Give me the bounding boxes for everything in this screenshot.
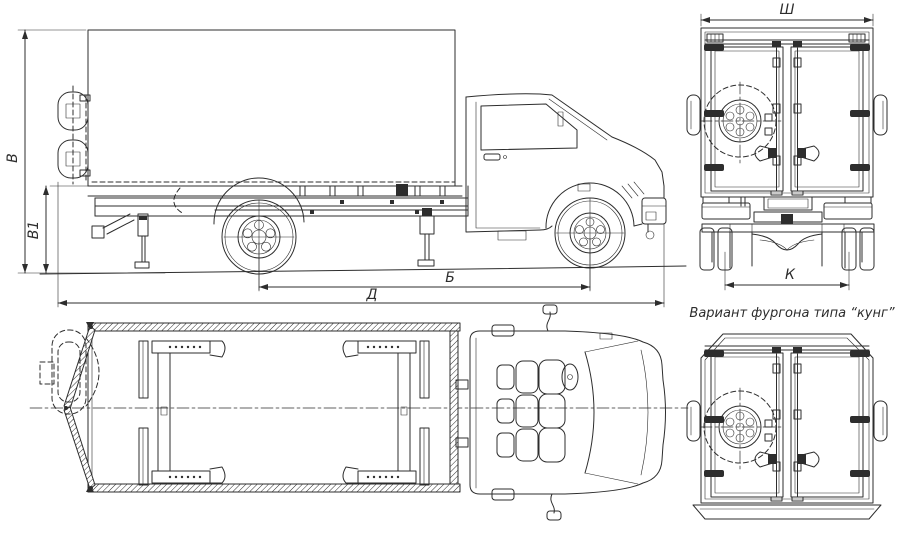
cab-plan (469, 304, 666, 521)
front-fender (545, 182, 635, 229)
front-bumper (641, 197, 667, 225)
chassis-frame (91, 185, 469, 239)
seat-passenger (496, 427, 566, 463)
roof-hatch (491, 324, 515, 337)
dim-overall-width: Ш (700, 2, 874, 27)
seat-driver (496, 359, 566, 395)
dim-wheelbase: Б (258, 237, 591, 292)
kung-shell (700, 333, 874, 504)
dim-rear-track: К (724, 251, 850, 291)
spare-wheel-plan (39, 329, 100, 415)
mirror-left (542, 304, 558, 332)
dim-label-rear-track: К (785, 267, 796, 283)
cab-side (465, 93, 667, 241)
opened-doors-plan (63, 325, 96, 490)
dim-label-overall-length: Д (366, 287, 378, 303)
rear-tire (859, 227, 875, 271)
cab-door (475, 101, 541, 229)
kung-view (686, 333, 888, 520)
bed-bracket-front (342, 340, 430, 486)
license-plate-holder (763, 196, 813, 211)
box-shell (700, 27, 874, 198)
mudguard-left (701, 202, 751, 220)
kung-bumper (692, 504, 882, 520)
door-handle (483, 153, 501, 161)
dim-label-wheelbase: Б (445, 270, 455, 286)
rear-view: Ш (686, 2, 888, 291)
dim-label-overall-width: Ш (780, 2, 795, 18)
dim-overall-length: Д (57, 181, 665, 308)
rear-chassis (699, 196, 875, 271)
dim-label-overall-height: В (5, 153, 21, 163)
rear-wheel (213, 177, 305, 291)
windshield-plan (584, 351, 595, 474)
cab-step (497, 230, 527, 241)
door-mirror (557, 111, 564, 127)
mirror-right (546, 493, 562, 521)
dim-overall-height: В (5, 29, 166, 274)
door-window (480, 103, 578, 151)
mudguard-right (823, 202, 873, 220)
support-leg-mid (417, 208, 435, 267)
ground-line (39, 265, 687, 275)
corner-lamps (706, 33, 866, 43)
rear-tire (699, 227, 715, 271)
rear-spare-wheels (57, 85, 91, 185)
steering-wheel (561, 363, 579, 391)
cargo-box-side (87, 29, 463, 215)
seat-middle (496, 393, 566, 429)
side-view: В В1 Б Д (5, 29, 687, 308)
kung-caption: Вариант фургона типа “кунг” (689, 306, 894, 321)
dim-platform-height: В1 (26, 185, 91, 274)
support-leg-rear (134, 213, 150, 269)
grille-vents (621, 181, 645, 199)
top-view (29, 304, 689, 521)
rear-fender (213, 177, 305, 225)
rear-axle (751, 233, 823, 251)
dim-label-platform-height: В1 (26, 221, 42, 240)
bed-bracket-rear (138, 340, 226, 486)
